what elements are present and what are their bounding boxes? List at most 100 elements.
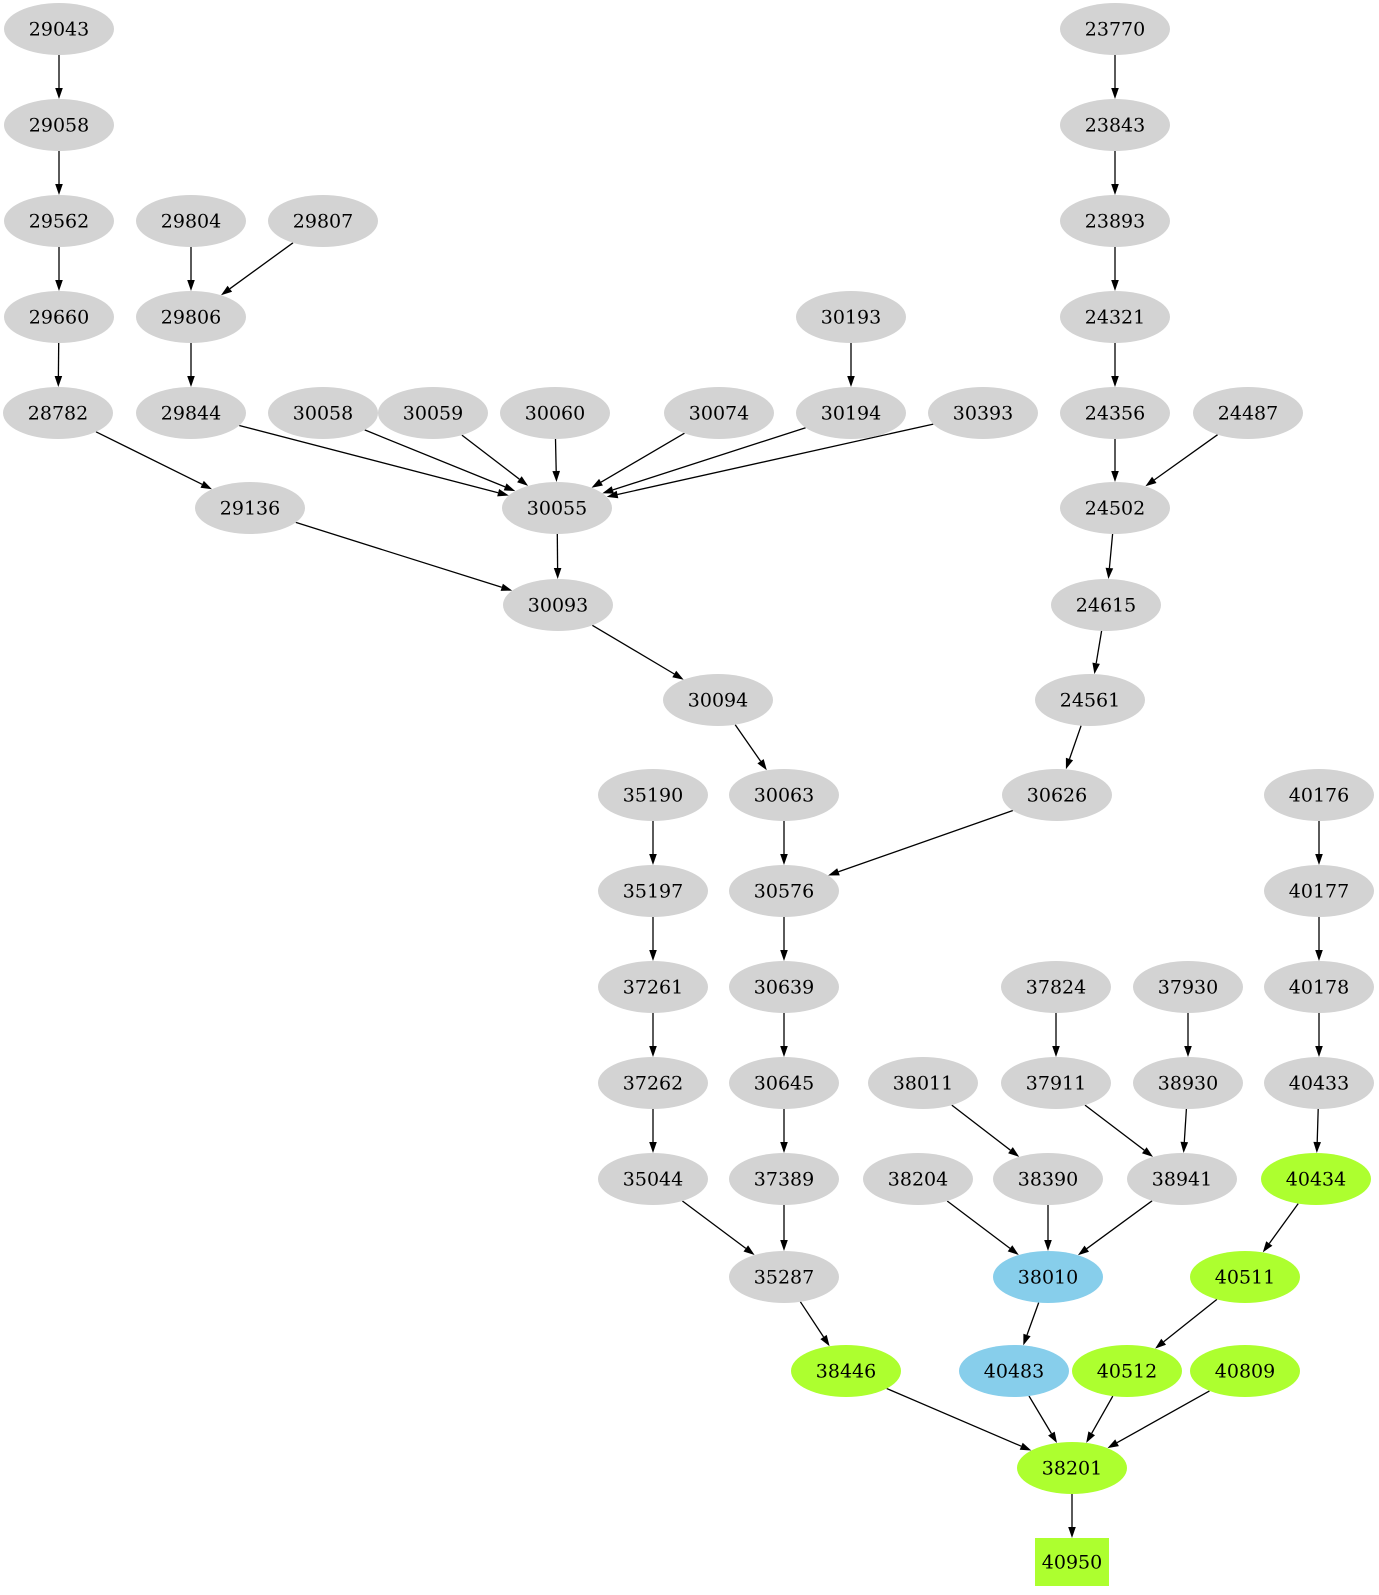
edge-24487-24502 bbox=[1153, 434, 1218, 481]
node-40176: 40176 bbox=[1264, 769, 1374, 821]
arrowhead-icon-37824-37911 bbox=[1052, 1046, 1060, 1057]
node-label: 40950 bbox=[1042, 1552, 1102, 1574]
node-ellipse-23770 bbox=[1060, 3, 1170, 55]
edge-38446-38201 bbox=[886, 1387, 1022, 1447]
node-35287: 35287 bbox=[729, 1251, 839, 1303]
edge-40511-40512 bbox=[1163, 1298, 1218, 1343]
node-ellipse-38201 bbox=[1017, 1442, 1127, 1494]
node-label: 38446 bbox=[816, 1361, 876, 1383]
node-ellipse-40177 bbox=[1264, 865, 1374, 917]
node-ellipse-30059 bbox=[378, 387, 488, 439]
node-ellipse-38941 bbox=[1127, 1153, 1237, 1205]
node-label: 37261 bbox=[623, 977, 683, 999]
node-ellipse-37930 bbox=[1133, 961, 1243, 1013]
node-ellipse-40483 bbox=[959, 1345, 1069, 1397]
node-ellipse-29043 bbox=[4, 3, 114, 55]
node-29058: 29058 bbox=[4, 99, 114, 151]
node-30094: 30094 bbox=[663, 674, 773, 726]
node-ellipse-40809 bbox=[1190, 1345, 1300, 1397]
edge-30059-30055 bbox=[461, 434, 520, 480]
node-label: 30094 bbox=[688, 690, 748, 712]
arrowhead-icon-40434-40511 bbox=[1262, 1241, 1273, 1253]
arrowhead-icon-29660-28782 bbox=[54, 376, 63, 387]
node-label: 30639 bbox=[754, 977, 814, 999]
node-ellipse-24615 bbox=[1051, 579, 1161, 631]
node-24321: 24321 bbox=[1060, 291, 1170, 343]
edge-24615-24561 bbox=[1095, 630, 1103, 664]
node-ellipse-30060 bbox=[500, 387, 610, 439]
node-ellipse-38446 bbox=[791, 1345, 901, 1397]
node-box-40950 bbox=[1035, 1538, 1109, 1586]
arrowhead-icon-30094-30063 bbox=[757, 759, 767, 771]
node-ellipse-29804 bbox=[136, 195, 246, 247]
node-label: 23843 bbox=[1085, 115, 1145, 137]
arrowhead-icon-30626-30576 bbox=[828, 868, 840, 876]
node-35197: 35197 bbox=[598, 865, 708, 917]
node-38204: 38204 bbox=[863, 1153, 973, 1205]
node-label: 38201 bbox=[1042, 1458, 1102, 1480]
arrowhead-icon-30639-30645 bbox=[780, 1046, 788, 1057]
node-label: 29806 bbox=[161, 307, 221, 329]
node-40483: 40483 bbox=[959, 1345, 1069, 1397]
node-label: 40177 bbox=[1289, 881, 1349, 903]
node-ellipse-38011 bbox=[868, 1057, 978, 1109]
edge-24561-30626 bbox=[1068, 725, 1082, 760]
node-ellipse-30193 bbox=[796, 291, 906, 343]
node-ellipse-38930 bbox=[1133, 1057, 1243, 1109]
node-38201: 38201 bbox=[1017, 1442, 1127, 1494]
node-ellipse-40433 bbox=[1264, 1057, 1374, 1109]
node-ellipse-29562 bbox=[4, 195, 114, 247]
arrowhead-icon-29562-29660 bbox=[55, 280, 63, 291]
node-37824: 37824 bbox=[1001, 961, 1111, 1013]
node-ellipse-30194 bbox=[796, 387, 906, 439]
node-29562: 29562 bbox=[4, 195, 114, 247]
node-29660: 29660 bbox=[4, 291, 114, 343]
arrowhead-icon-28782-29136 bbox=[200, 480, 212, 490]
node-30576: 30576 bbox=[729, 865, 839, 917]
edge-38204-38010 bbox=[946, 1200, 1011, 1249]
arrowhead-icon-38941-38010 bbox=[1077, 1245, 1089, 1256]
node-ellipse-37824 bbox=[1001, 961, 1111, 1013]
node-label: 40512 bbox=[1097, 1361, 1157, 1383]
arrowhead-icon-29806-29844 bbox=[187, 376, 195, 387]
edge-29136-30093 bbox=[295, 521, 502, 588]
node-label: 38941 bbox=[1152, 1169, 1212, 1191]
arrowhead-icon-29807-29806 bbox=[221, 285, 233, 296]
node-label: 30093 bbox=[528, 595, 588, 617]
edge-40434-40511 bbox=[1268, 1203, 1299, 1244]
node-29136: 29136 bbox=[195, 482, 305, 534]
arrowhead-icon-40809-38201 bbox=[1107, 1439, 1119, 1449]
node-ellipse-29058 bbox=[4, 99, 114, 151]
edge-28782-29136 bbox=[95, 431, 203, 485]
node-ellipse-37261 bbox=[598, 961, 708, 1013]
arrowhead-icon-24487-24502 bbox=[1145, 476, 1157, 487]
arrowhead-icon-40176-40177 bbox=[1315, 854, 1323, 865]
arrowhead-icon-40511-40512 bbox=[1155, 1338, 1166, 1349]
arrowhead-icon-40512-38201 bbox=[1086, 1431, 1095, 1443]
arrowhead-icon-38011-38390 bbox=[1008, 1147, 1020, 1157]
arrowhead-icon-30645-37389 bbox=[780, 1142, 788, 1153]
arrowhead-icon-37261-37262 bbox=[649, 1046, 657, 1057]
node-label: 38390 bbox=[1018, 1169, 1078, 1191]
edge-30626-30576 bbox=[838, 809, 1014, 873]
node-label: 30060 bbox=[525, 403, 585, 425]
arrowhead-icon-38010-40483 bbox=[1023, 1333, 1031, 1346]
node-label: 24487 bbox=[1218, 403, 1278, 425]
node-label: 38930 bbox=[1158, 1073, 1218, 1095]
arrowhead-icon-23843-23893 bbox=[1111, 184, 1119, 195]
node-label: 30074 bbox=[689, 403, 749, 425]
node-30058: 30058 bbox=[268, 387, 378, 439]
arrowhead-icon-30074-30055 bbox=[591, 478, 603, 488]
arrowhead-icon-37911-38941 bbox=[1142, 1147, 1153, 1157]
node-38390: 38390 bbox=[993, 1153, 1103, 1205]
node-29806: 29806 bbox=[136, 291, 246, 343]
node-label: 29804 bbox=[161, 211, 221, 233]
arrowhead-icon-30576-30639 bbox=[780, 950, 788, 961]
node-40433: 40433 bbox=[1264, 1057, 1374, 1109]
edge-29807-29806 bbox=[229, 242, 294, 290]
arrowhead-icon-24321-24356 bbox=[1111, 376, 1119, 387]
node-label: 40178 bbox=[1289, 977, 1349, 999]
arrowhead-icon-38201-40950 bbox=[1068, 1527, 1076, 1538]
node-37930: 37930 bbox=[1133, 961, 1243, 1013]
node-23770: 23770 bbox=[1060, 3, 1170, 55]
